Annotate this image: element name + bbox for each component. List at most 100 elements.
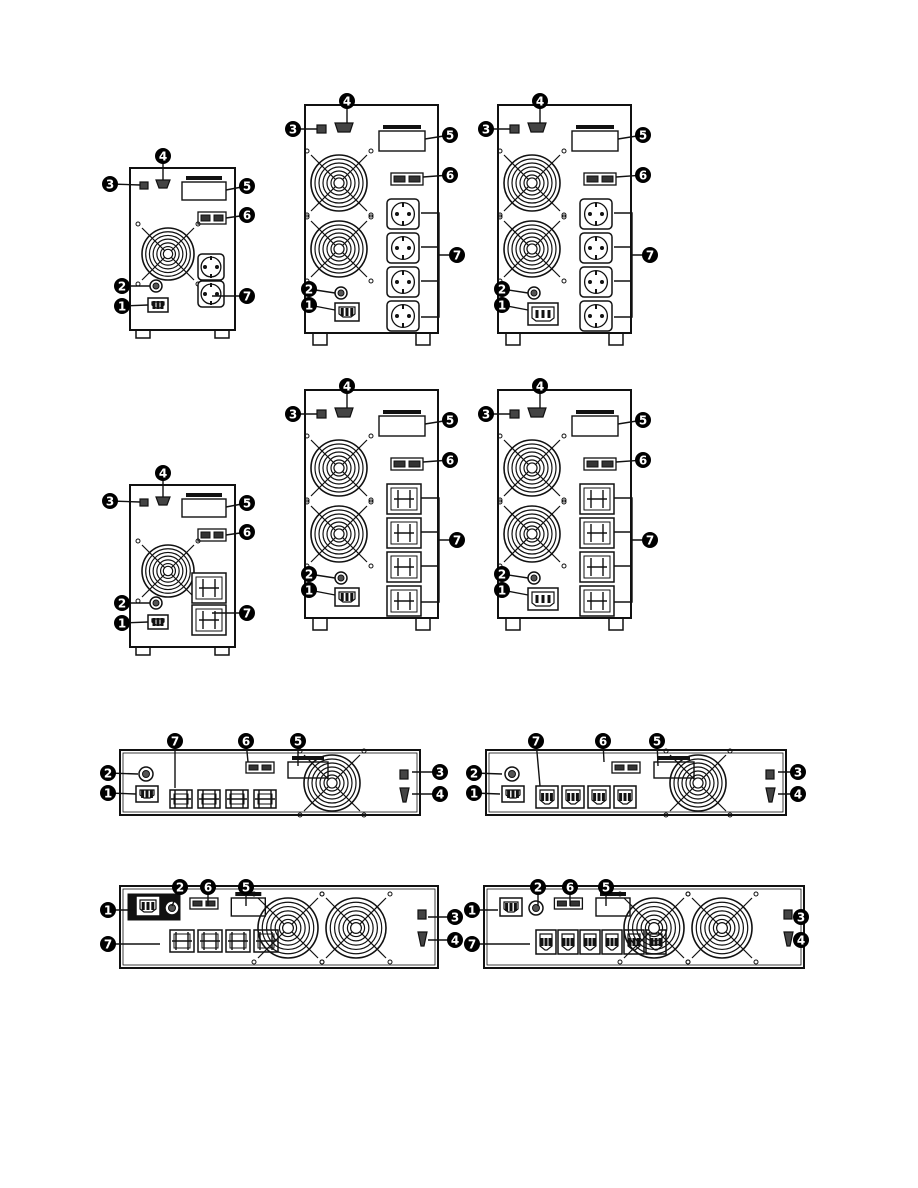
callout-number: 7 — [243, 607, 251, 621]
schuko-outlet — [386, 198, 420, 230]
callout-number: 7 — [453, 249, 461, 263]
usb-port — [509, 409, 520, 419]
callout-number: 3 — [451, 911, 459, 925]
callout-number: 6 — [639, 454, 647, 468]
input-breaker — [149, 596, 163, 610]
usb-port — [417, 909, 427, 920]
callout-number: 1 — [305, 299, 313, 313]
network-port-pair — [390, 457, 424, 471]
callout-number: 5 — [639, 129, 647, 143]
universal-outlet — [225, 789, 249, 809]
callout-number: 2 — [498, 283, 506, 297]
callout-number: 2 — [104, 767, 112, 781]
callout-6: 6 — [225, 207, 255, 223]
schuko-outlet — [579, 300, 613, 332]
callout-number: 2 — [534, 881, 542, 895]
network-port-pair — [245, 761, 275, 774]
input-breaker — [528, 900, 544, 916]
callout-number: 6 — [243, 209, 251, 223]
iec-outlet — [557, 929, 579, 955]
callout-number: 1 — [104, 904, 112, 918]
callout-7: 7 — [464, 936, 530, 952]
callout-2: 2 — [301, 281, 336, 297]
fan-grille — [304, 499, 374, 569]
universal-outlet — [386, 483, 422, 515]
callout-6: 6 — [200, 879, 216, 906]
callout-number: 1 — [305, 584, 313, 598]
schuko-outlet — [386, 300, 420, 332]
intelligent-slot — [230, 892, 267, 917]
callout-number: 3 — [106, 495, 114, 509]
callout-5: 5 — [617, 127, 651, 143]
universal-outlet — [197, 789, 221, 809]
tower-ups-large — [497, 104, 633, 346]
callout-4: 4 — [155, 465, 171, 497]
ac-input-inlet — [527, 302, 559, 326]
serial-port — [399, 787, 410, 803]
callout-number: 3 — [482, 408, 490, 422]
schuko-outlet — [197, 280, 225, 308]
callout-5: 5 — [424, 127, 458, 143]
network-port-pair — [583, 457, 617, 471]
callout-number: 5 — [602, 881, 610, 895]
ac-input-inlet — [135, 895, 161, 917]
universal-outlet — [253, 789, 277, 809]
callout-6: 6 — [595, 733, 611, 763]
network-port-pair — [583, 172, 617, 186]
fan-grille — [135, 538, 201, 604]
callout-number: 6 — [446, 454, 454, 468]
serial-port — [155, 179, 171, 189]
callout-number: 4 — [343, 380, 351, 394]
ac-input-inlet — [527, 587, 559, 611]
usb-port — [765, 769, 775, 780]
callout-3: 3 — [102, 493, 141, 509]
callout-number: 2 — [470, 767, 478, 781]
universal-outlet — [191, 572, 227, 604]
callout-5: 5 — [649, 733, 665, 767]
schuko-outlet — [386, 266, 420, 298]
intelligent-slot — [181, 176, 227, 201]
callout-number: 5 — [294, 735, 302, 749]
callout-number: 4 — [343, 95, 351, 109]
callout-number: 1 — [470, 787, 478, 801]
callout-7: 7 — [439, 247, 465, 263]
callout-3: 3 — [285, 406, 317, 422]
schuko-outlet — [386, 232, 420, 264]
callout-6: 6 — [615, 167, 651, 183]
callout-7: 7 — [528, 733, 544, 787]
callout-3: 3 — [478, 121, 510, 137]
callout-4: 4 — [155, 148, 171, 180]
callout-2: 2 — [494, 281, 529, 297]
callout-number: 2 — [118, 597, 126, 611]
callout-1: 1 — [100, 785, 137, 801]
callout-number: 5 — [242, 881, 250, 895]
callout-number: 5 — [653, 735, 661, 749]
usb-port — [316, 409, 327, 419]
callout-number: 3 — [482, 123, 490, 137]
callout-number: 1 — [498, 299, 506, 313]
callout-number: 1 — [468, 904, 476, 918]
callout-number: 6 — [446, 169, 454, 183]
rack-ups-1u — [119, 748, 421, 818]
callout-number: 3 — [794, 766, 802, 780]
callout-number: 5 — [243, 497, 251, 511]
callout-number: 4 — [536, 95, 544, 109]
universal-outlet — [191, 604, 227, 636]
callout-2: 2 — [301, 566, 336, 582]
intelligent-slot — [571, 125, 619, 152]
callout-1: 1 — [494, 582, 529, 598]
callout-7: 7 — [632, 247, 658, 263]
ac-input-inlet — [334, 302, 360, 322]
universal-outlet — [169, 929, 195, 953]
tower-ups-large — [304, 104, 440, 346]
callout-number: 4 — [159, 467, 167, 481]
input-breaker — [334, 286, 348, 300]
fan-grille — [497, 499, 567, 569]
callout-5: 5 — [290, 733, 306, 766]
fan-grille — [304, 214, 374, 284]
tower-ups-large — [497, 389, 633, 631]
callout-1: 1 — [100, 902, 136, 918]
network-port-pair — [611, 761, 641, 774]
callout-number: 3 — [289, 408, 297, 422]
